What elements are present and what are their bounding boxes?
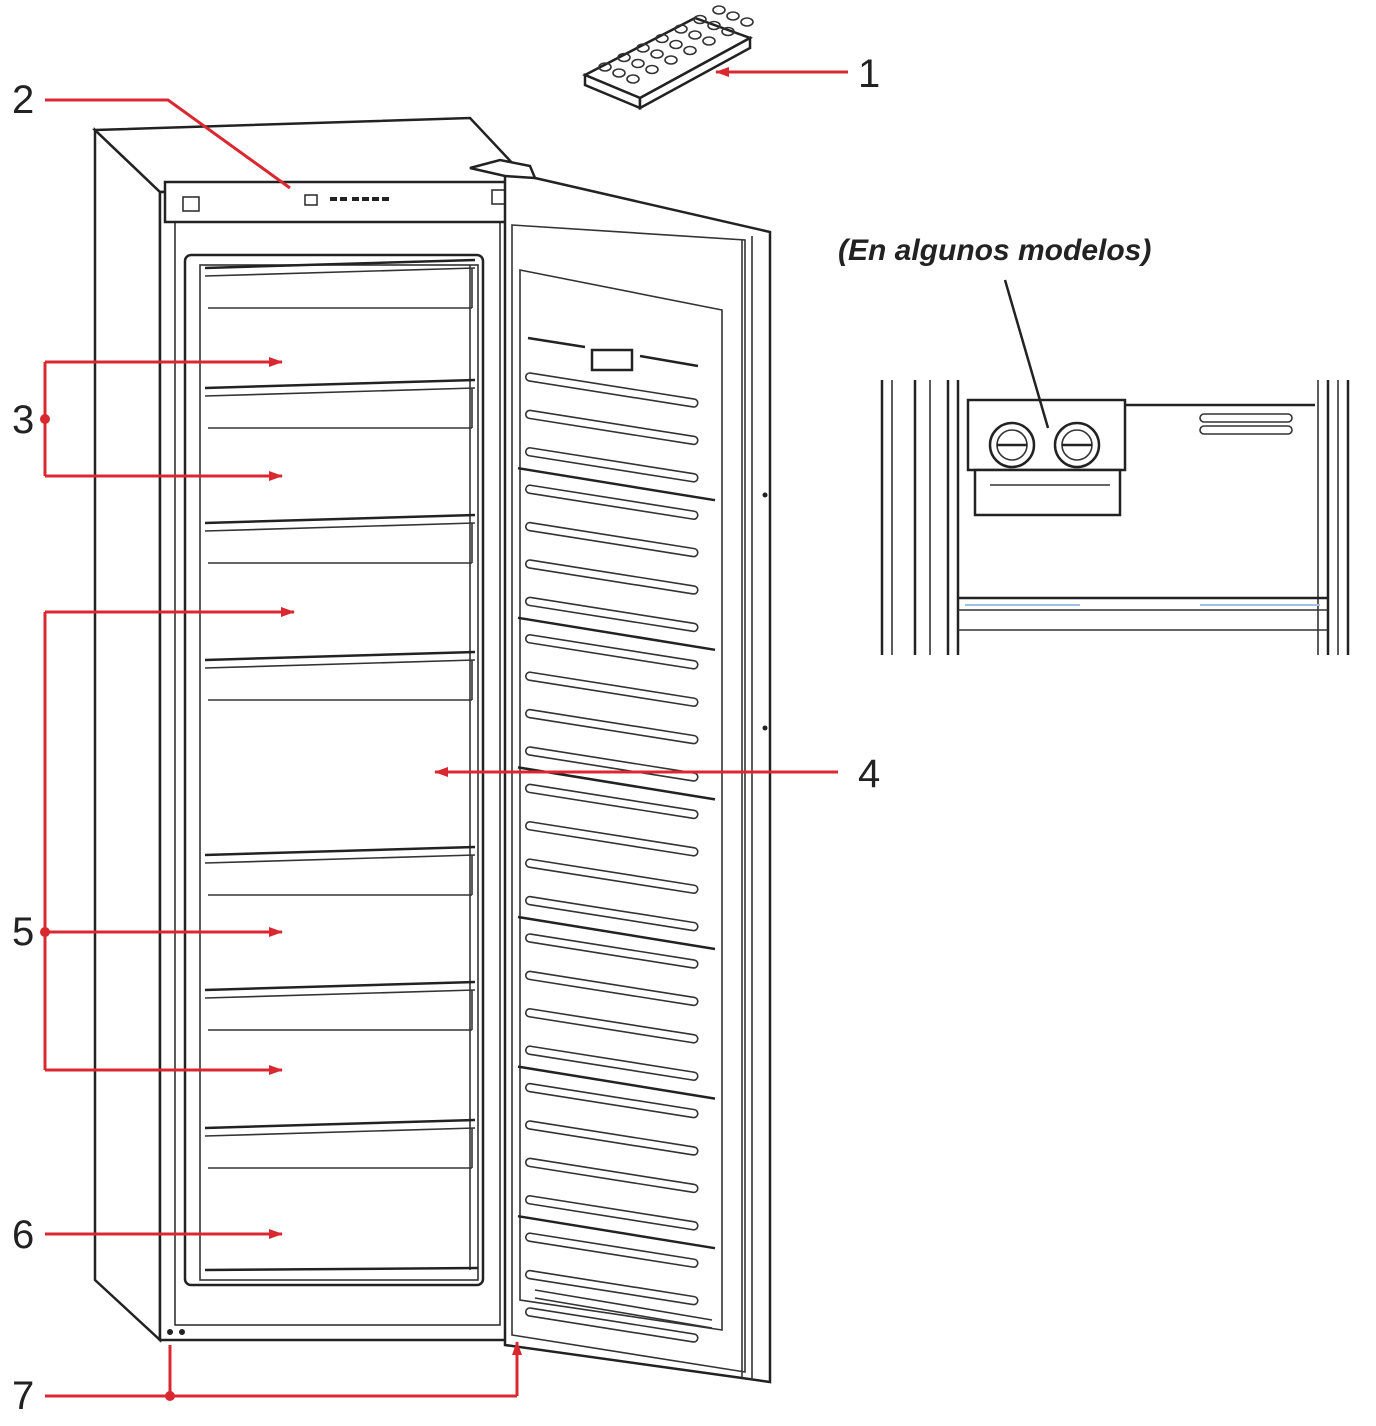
callout-3-label: 3 [12,398,35,442]
callout-1-label: 1 [858,52,881,96]
callout-5-label: 5 [12,910,35,954]
callout-2-label: 2 [12,78,35,122]
callout-7-label: 7 [12,1374,35,1418]
callout-4-label: 4 [858,752,881,796]
inset-detail [880,279,1350,655]
freezer-cabinet [91,116,533,1343]
control-panel [163,180,512,224]
callout-2-line [45,98,291,190]
callout-lines [40,67,848,1401]
callout-6-label: 6 [12,1213,35,1257]
door-display [590,348,634,372]
some-models-note: (En algunos modelos) [838,234,1152,267]
freezer-door [469,158,772,1384]
ice-tray [582,5,754,111]
